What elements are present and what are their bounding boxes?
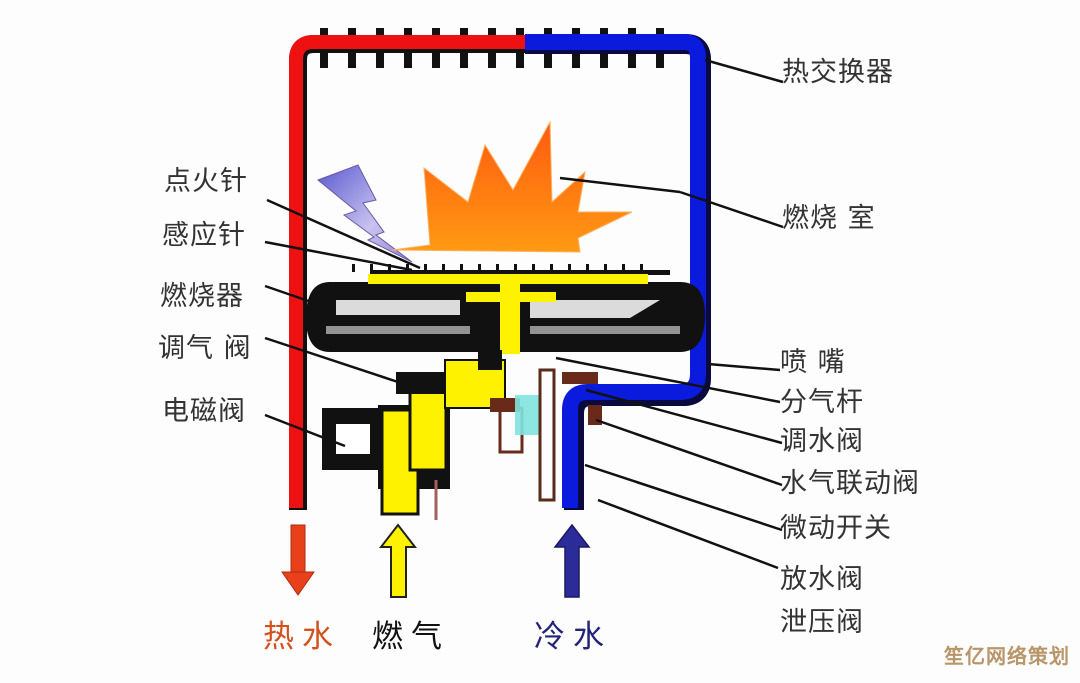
label-gas-regulating-valve: 调气 阀 xyxy=(158,333,252,364)
burner-tip xyxy=(388,264,391,272)
label-gas: 燃气 xyxy=(372,619,450,655)
gas-valve-assembly xyxy=(322,350,602,520)
burner-tip xyxy=(550,264,553,272)
label-sensing-needle: 感应针 xyxy=(162,220,246,251)
hot-water-pipe xyxy=(289,35,525,510)
burner-tip xyxy=(478,264,481,272)
burner-tip xyxy=(460,264,463,272)
hot-water-arrow xyxy=(281,524,315,596)
gas-arrow xyxy=(378,523,418,598)
label-combustion-chamber: 燃烧 室 xyxy=(782,203,876,234)
flame-icon xyxy=(391,120,633,253)
watermark: 笙亿网络策划 xyxy=(944,644,1070,668)
cold-water-arrow xyxy=(553,523,591,598)
burner-tip xyxy=(352,264,355,272)
burner-tip xyxy=(604,264,607,272)
label-micro-switch: 微动开关 xyxy=(780,513,892,544)
label-cold-water: 冷水 xyxy=(534,619,612,655)
label-water-regulating-valve: 调水阀 xyxy=(780,426,864,457)
leader-lines xyxy=(264,58,784,570)
label-solenoid-valve: 电磁阀 xyxy=(162,396,246,427)
burner-tip xyxy=(424,264,427,272)
burner-body xyxy=(306,264,705,354)
burner-tip xyxy=(586,264,589,272)
label-pressure-relief-valve: 泄压阀 xyxy=(780,607,864,638)
label-water-gas-linkage-valve: 水气联动阀 xyxy=(780,468,920,499)
label-hot-water: 热水 xyxy=(263,619,341,655)
burner-tip xyxy=(640,264,643,272)
burner-tip xyxy=(532,264,535,272)
cold-water-pipe xyxy=(525,34,711,510)
label-gas-distribution-rod: 分气杆 xyxy=(780,387,864,418)
burner-tip xyxy=(496,264,499,272)
label-ignition-needle: 点火针 xyxy=(164,166,248,197)
burner-tip xyxy=(622,264,625,272)
label-nozzle: 喷 嘴 xyxy=(780,347,846,378)
burner-tip xyxy=(568,264,571,272)
label-drain-valve: 放水阀 xyxy=(780,564,864,595)
label-heat-exchanger: 热交换器 xyxy=(782,57,894,88)
burner-tip xyxy=(370,264,373,272)
burner-tip xyxy=(514,264,517,272)
spark-icon xyxy=(317,164,413,263)
label-burner: 燃烧器 xyxy=(160,281,244,312)
burner-tip xyxy=(442,264,445,272)
